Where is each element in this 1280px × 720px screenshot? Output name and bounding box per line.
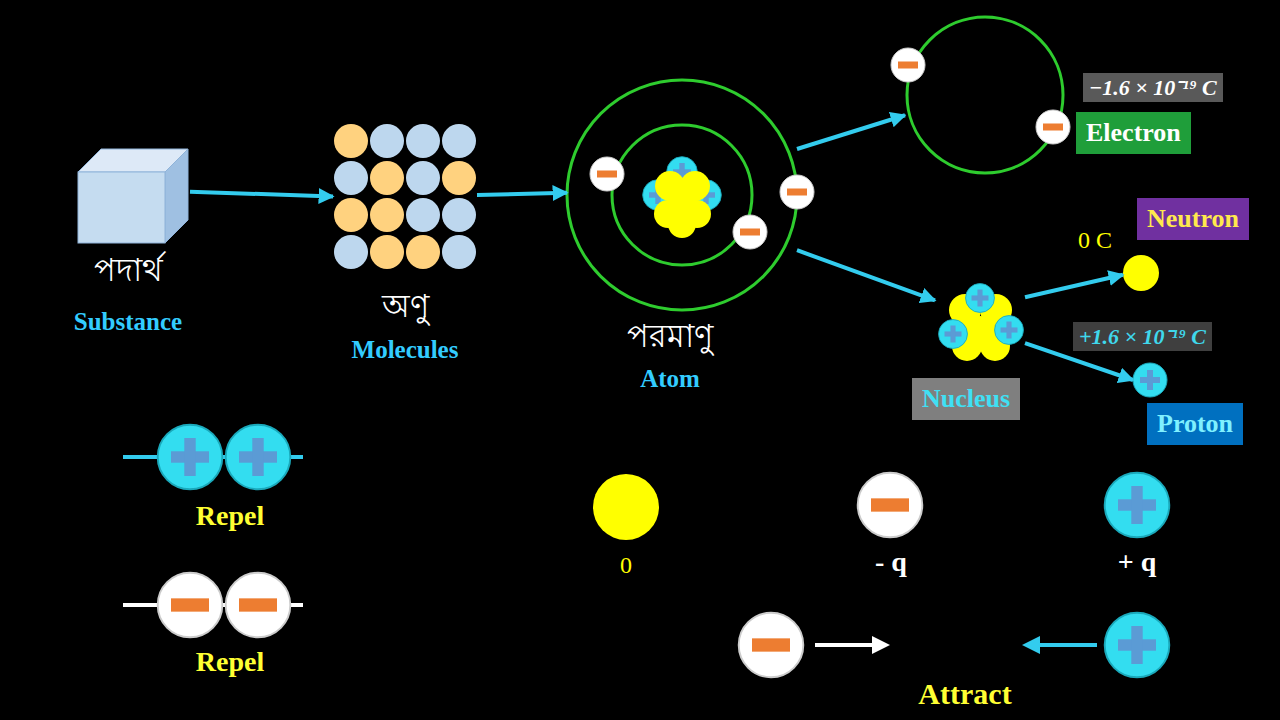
atom-figure-node-text: পরমাণু — [627, 318, 713, 355]
electron-orbit — [891, 17, 1070, 173]
proton-node-text: Proton — [1147, 403, 1243, 445]
neutron-node: 0 CNeutron — [1123, 255, 1159, 291]
illustration — [1133, 363, 1167, 397]
repel-pair-text: Repel — [196, 646, 264, 678]
atom-figure — [733, 215, 767, 249]
nucleus-figure-node-text: Nucleus — [912, 378, 1020, 420]
molecule-grid — [334, 235, 368, 269]
atom-figure — [567, 80, 797, 310]
molecule-grid — [334, 124, 476, 269]
nucleus-figure — [966, 284, 995, 313]
substance-figure-text: Substance — [74, 308, 182, 337]
positive-node: + q — [1105, 473, 1169, 537]
repel-pair: Repel — [123, 425, 303, 490]
positive-node-text: + q — [1118, 546, 1157, 578]
proton-node: +1.6 × 10⁻¹⁹ CProton — [1133, 363, 1167, 397]
attract-figure — [739, 613, 1170, 678]
repel-negative — [123, 573, 303, 638]
molecule-grid — [370, 124, 404, 158]
electron-figure-node: −1.6 × 10⁻¹⁹ CElectron — [905, 17, 1065, 173]
electron-orbit — [907, 17, 1063, 173]
substance-cube — [78, 172, 165, 243]
nucleus-figure — [995, 316, 1024, 345]
electron-orbit — [891, 48, 925, 82]
electron-orbit — [1036, 110, 1070, 144]
repel-positive — [123, 425, 303, 490]
nucleus-figure-node: Nucleus — [935, 283, 1025, 362]
repel-negative — [158, 573, 223, 638]
molecule-figure-text: অণু — [382, 288, 429, 325]
neutron-node-text: Neutron — [1137, 198, 1249, 240]
molecule-grid — [406, 161, 440, 195]
substance-cube — [78, 149, 188, 243]
illustration — [858, 473, 923, 538]
flow-arrow — [797, 115, 905, 149]
electron-figure-node-text: Electron — [1076, 112, 1191, 154]
atom-figure — [780, 175, 814, 209]
substance-cube — [165, 149, 188, 243]
substance-figure: পদার্থSubstance — [78, 148, 190, 243]
molecule-grid — [370, 161, 404, 195]
flow-arrow — [1025, 275, 1123, 297]
molecule-figure: অণুMolecules — [333, 123, 477, 270]
molecule-grid — [406, 198, 440, 232]
neutral-node-text: 0 — [620, 552, 632, 580]
molecule-grid — [334, 161, 368, 195]
atom-figure — [567, 80, 814, 310]
flow-arrow — [477, 193, 567, 195]
attract-figure — [1022, 636, 1040, 654]
attract-figure — [739, 613, 804, 678]
atom-figure-node: পরমাণুAtom — [567, 80, 797, 310]
repel-pair-text: Repel — [196, 500, 264, 532]
molecule-grid — [334, 124, 368, 158]
proton-node-text: +1.6 × 10⁻¹⁹ C — [1073, 322, 1212, 351]
molecule-grid — [442, 124, 476, 158]
repel-positive — [158, 425, 223, 490]
molecule-figure-text: Molecules — [352, 336, 459, 365]
electron-figure-node-text: −1.6 × 10⁻¹⁹ C — [1083, 73, 1223, 102]
nucleus-figure — [939, 320, 968, 349]
negative-node-text: - q — [875, 546, 907, 578]
flow-arrow — [797, 250, 935, 300]
flow-arrow — [190, 192, 333, 197]
nucleus-figure — [939, 284, 1024, 361]
attract-figure — [872, 636, 890, 654]
relation-label: Attract — [918, 677, 1011, 712]
neutral-node: 0 — [593, 474, 659, 540]
substance-figure-text: পদার্থ — [94, 252, 163, 289]
molecule-grid — [442, 161, 476, 195]
neutron-node-text: 0 C — [1078, 227, 1112, 255]
molecule-grid — [370, 235, 404, 269]
atom-figure — [612, 125, 752, 265]
atom-figure — [668, 210, 696, 238]
molecule-grid — [406, 124, 440, 158]
neutron-circle — [1123, 255, 1159, 291]
molecule-grid — [334, 198, 368, 232]
molecule-grid — [442, 235, 476, 269]
neutral-charge — [593, 474, 659, 540]
attract-figure — [1105, 613, 1170, 678]
negative-node: - q — [858, 473, 922, 537]
attract-figure — [815, 643, 876, 647]
repel-positive — [226, 425, 291, 490]
repel-negative — [226, 573, 291, 638]
repel-pair: Repel — [123, 573, 303, 638]
atom-figure — [590, 157, 624, 191]
molecule-grid — [370, 198, 404, 232]
molecule-grid — [442, 198, 476, 232]
atom-figure-node-text: Atom — [640, 365, 700, 394]
illustration — [1105, 473, 1170, 538]
molecule-grid — [406, 235, 440, 269]
attract-figure — [1036, 643, 1097, 647]
